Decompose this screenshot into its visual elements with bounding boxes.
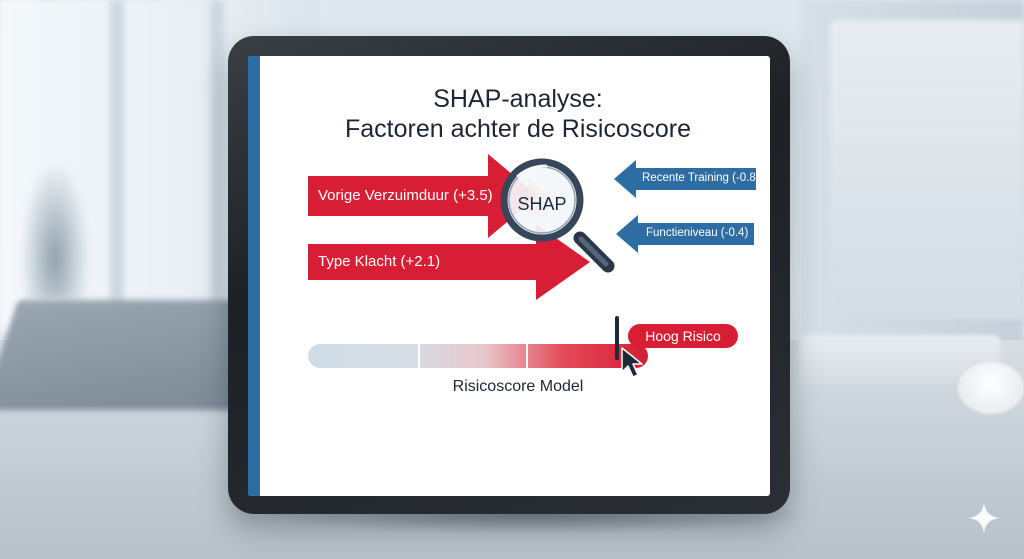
factor-label-type-klacht: Type Klacht (+2.1) [318,253,441,270]
slide-title-line1: SHAP-analyse: [433,85,603,113]
risk-score-caption: Risicoscore Model [452,378,584,395]
tablet-device: SHAP-analyse: Factoren achter de Risicos… [228,36,790,514]
background-mouse [958,362,1024,414]
background-monitor [830,20,1024,320]
factor-arrow-recente-training [614,160,756,198]
factor-arrow-type-klacht [308,224,590,300]
risk-bar-segment-divider [418,344,420,368]
magnifier-label: SHAP [517,194,567,214]
mouse-pointer-icon [621,347,643,378]
factor-arrow-functieniveau [616,215,754,253]
factor-arrow-vorige-verzuimduur [308,154,538,238]
shap-diagram [308,154,756,300]
risk-score-marker [615,316,619,360]
magnifying-glass-icon [500,158,615,273]
high-risk-badge: Hoog Risico [628,324,738,348]
tablet-screen: SHAP-analyse: Factoren achter de Risicos… [248,56,770,496]
factor-label-recente-training: Recente Training (-0.8) [642,172,760,184]
slide-accent-bar [248,56,260,496]
background-window-frame [210,0,224,330]
sparkle-icon [968,502,1000,534]
background-window-frame [110,0,124,330]
risk-score-bar [308,344,648,368]
background-plant [20,160,90,300]
factor-label-functieniveau: Functieniveau (-0.4) [646,227,749,239]
slide-title-line2: Factoren achter de Risicoscore [345,115,691,143]
factor-label-vorige-verzuimduur: Vorige Verzuimduur (+3.5) [318,187,493,204]
risk-bar-segment-divider [526,344,528,368]
